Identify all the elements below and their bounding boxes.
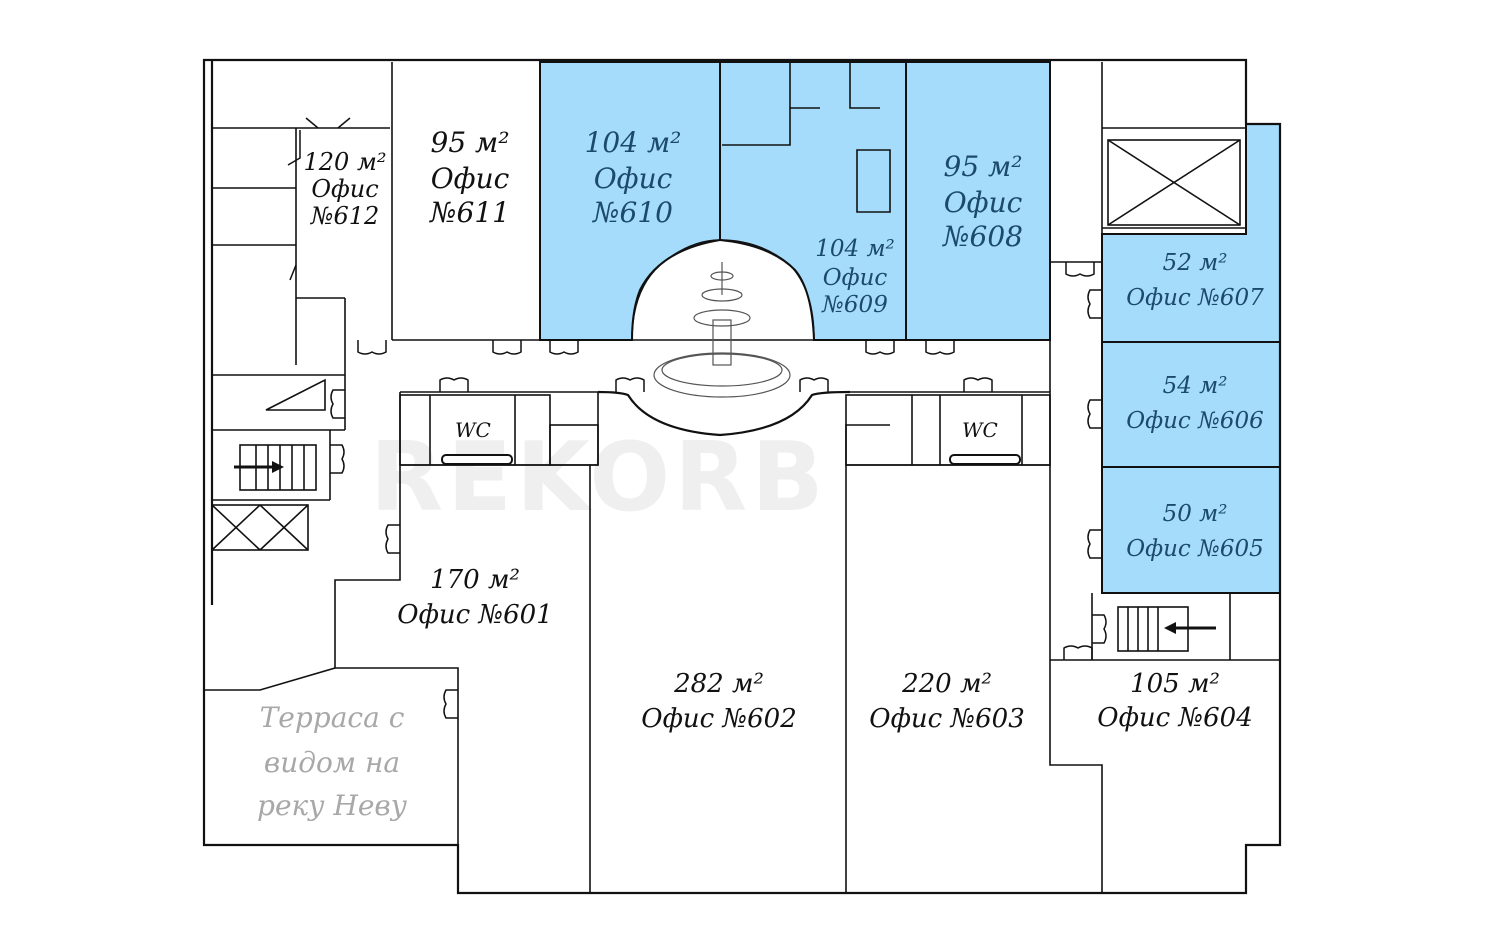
- fountain-icon: [653, 262, 791, 398]
- office-607-name: Офис №607: [1126, 285, 1264, 311]
- office-608-num: №608: [942, 220, 1023, 253]
- office-606-area: 54 м²: [1163, 373, 1228, 399]
- watermark-text: REKORB: [370, 423, 828, 533]
- office-612-num: №612: [310, 202, 380, 230]
- office-612-area: 120 м²: [304, 148, 387, 176]
- room-606[interactable]: [1101, 341, 1281, 468]
- office-601-area: 170 м²: [430, 565, 520, 595]
- wc-right-block: [845, 394, 1051, 466]
- office-labels: 120 м² Офис №612 95 м² Офис №611 104 м² …: [257, 126, 1264, 822]
- office-601-name: Офис №601: [397, 600, 552, 630]
- office-611-area: 95 м²: [431, 126, 510, 159]
- office-602-name: Офис №602: [641, 704, 796, 734]
- room-605[interactable]: [1101, 466, 1281, 594]
- office-609-name: Офис: [823, 265, 888, 291]
- office-612-name: Офис: [311, 175, 378, 203]
- office-608-area: 95 м²: [944, 150, 1023, 183]
- wc-left-block: [399, 394, 599, 466]
- door-icons: [287, 117, 1107, 719]
- office-607-area: 52 м²: [1163, 250, 1228, 276]
- wc-label-right: WC: [962, 418, 998, 442]
- stairs-right-icon: [1117, 606, 1216, 652]
- office-604-area: 105 м²: [1130, 669, 1220, 699]
- office-611-name: Офис: [431, 162, 510, 195]
- terrace-line-1: Терраса с: [260, 701, 405, 734]
- room-608[interactable]: [905, 61, 1051, 341]
- selected-offices: [539, 61, 1281, 594]
- office-605-area: 50 м²: [1163, 501, 1228, 527]
- terrace-line-2: видом на: [264, 746, 400, 779]
- stairs-left-icon: [234, 378, 326, 491]
- fountain-rotunda: [597, 239, 851, 437]
- office-603-name: Офис №603: [869, 704, 1024, 734]
- office-603-area: 220 м²: [901, 669, 992, 699]
- office-606-name: Офис №606: [1126, 408, 1264, 434]
- office-604-name: Офис №604: [1097, 703, 1252, 733]
- office-610-num: №610: [592, 196, 673, 229]
- elevator-left-icon: [211, 504, 309, 551]
- elevator-right-icon: [1107, 139, 1241, 226]
- office-602-area: 282 м²: [673, 669, 764, 699]
- office-610-name: Офис: [594, 162, 673, 195]
- office-609-num: №609: [821, 292, 888, 318]
- office-610-area: 104 м²: [585, 126, 682, 159]
- office-605-name: Офис №605: [1126, 536, 1264, 562]
- wc-label-left: WC: [455, 418, 491, 442]
- office-609-area: 104 м²: [815, 236, 895, 262]
- terrace-line-3: реку Неву: [257, 789, 408, 822]
- office-611-num: №611: [429, 196, 510, 229]
- office-608-name: Офис: [944, 186, 1023, 219]
